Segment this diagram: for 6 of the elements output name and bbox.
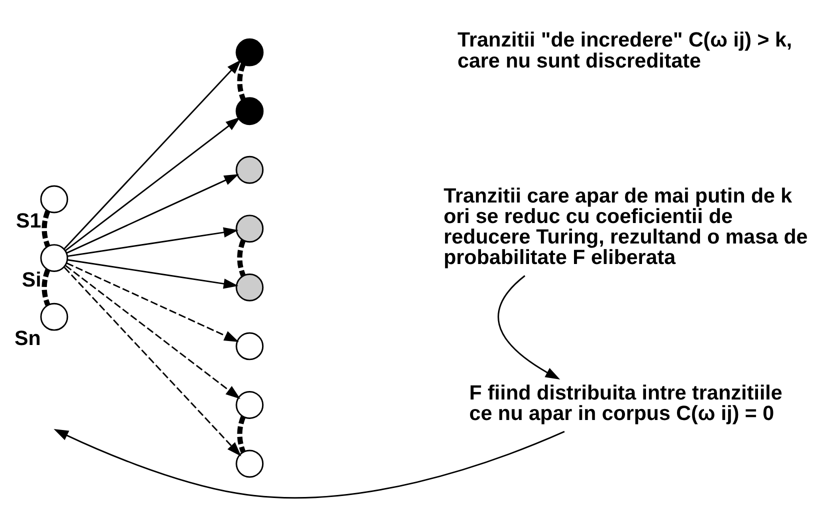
node-text: Tranzitii care apar de mai putin de k ori se reduc cu coeficientii de reducere Turing, rezultand o masa de probabilitate F eliberata xyxy=(444,184,808,269)
node-label: Si xyxy=(22,268,42,291)
node-text: Tranzitii "de incredere" C(ω ij) > k, care nu sunt discreditate xyxy=(458,28,792,72)
node-label: S1 xyxy=(16,208,42,232)
node-label: Sn xyxy=(14,326,41,350)
node-text: F fiind distribuita intre tranzitiile ce nu apar in corpus C(ω ij) = 0 xyxy=(469,380,782,424)
